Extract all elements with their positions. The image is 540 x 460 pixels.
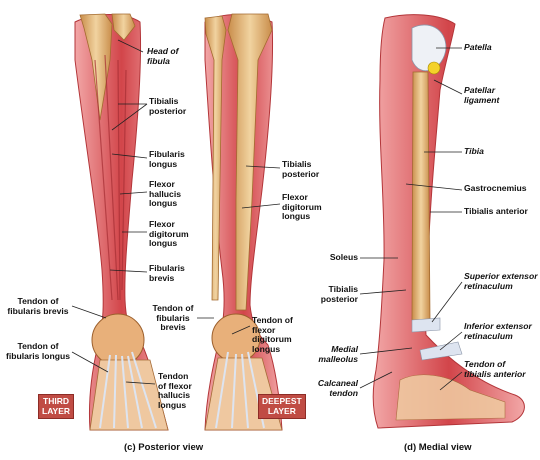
medial-patella-highlight [428, 62, 440, 74]
leader-tendon-fibularis-brevis-third [72, 306, 106, 318]
label-deep-tendon-fibularis-brevis: Tendon of fibularis brevis [148, 304, 198, 333]
label-flexor-hallucis-longus: Flexor hallucis longus [149, 180, 181, 209]
label-patellar-ligament: Patellar ligament [464, 86, 499, 105]
label-flexor-digitorum-longus: Flexor digitorum longus [149, 220, 189, 249]
label-tendon-fibularis-brevis: Tendon of fibularis brevis [4, 297, 72, 316]
label-fibularis-brevis: Fibularis brevis [149, 264, 185, 283]
label-inferior-extensor-retinaculum: Inferior extensor retinaculum [464, 322, 532, 341]
label-medial-malleolus: Medial malleolus [300, 345, 358, 364]
label-tendon-flexor-hallucis-longus: Tendon of flexor hallucis longus [158, 372, 192, 410]
label-deep-flexor-digitorum-longus: Flexor digitorum longus [282, 193, 322, 222]
leader-superior-extensor-retinaculum [432, 282, 462, 322]
badge-third-layer: THIRD LAYER [38, 394, 74, 419]
badge-deepest-layer: DEEPEST LAYER [258, 394, 306, 419]
label-patella: Patella [464, 43, 492, 53]
label-deep-tendon-flexor-digitorum-longus: Tendon of flexor digitorum longus [252, 316, 293, 354]
label-head-of-fibula: Head of fibula [147, 47, 179, 66]
label-soleus: Soleus [300, 253, 358, 263]
label-tendon-tibialis-anterior: Tendon of tibialis anterior [464, 360, 526, 379]
label-tibialis-posterior-third: Tibialis posterior [149, 97, 186, 116]
label-tendon-fibularis-longus: Tendon of fibularis longus [4, 342, 72, 361]
label-gastrocnemius: Gastrocnemius [464, 184, 527, 194]
label-tibia: Tibia [464, 147, 484, 157]
label-calcaneal-tendon: Calcaneal tendon [300, 379, 358, 398]
caption-medial-view: (d) Medial view [404, 442, 472, 453]
label-superior-extensor-retinaculum: Superior extensor retinaculum [464, 272, 538, 291]
medial-tibia-shaft [412, 72, 430, 320]
label-fibularis-longus: Fibularis longus [149, 150, 185, 169]
label-deep-tibialis-posterior: Tibialis posterior [282, 160, 319, 179]
third-layer-heel [92, 314, 144, 366]
label-tibialis-anterior: Tibialis anterior [464, 207, 528, 217]
caption-posterior-view: (c) Posterior view [124, 442, 203, 453]
deepest-layer-leg [205, 14, 282, 430]
label-tibialis-posterior-medial: Tibialis posterior [300, 285, 358, 304]
